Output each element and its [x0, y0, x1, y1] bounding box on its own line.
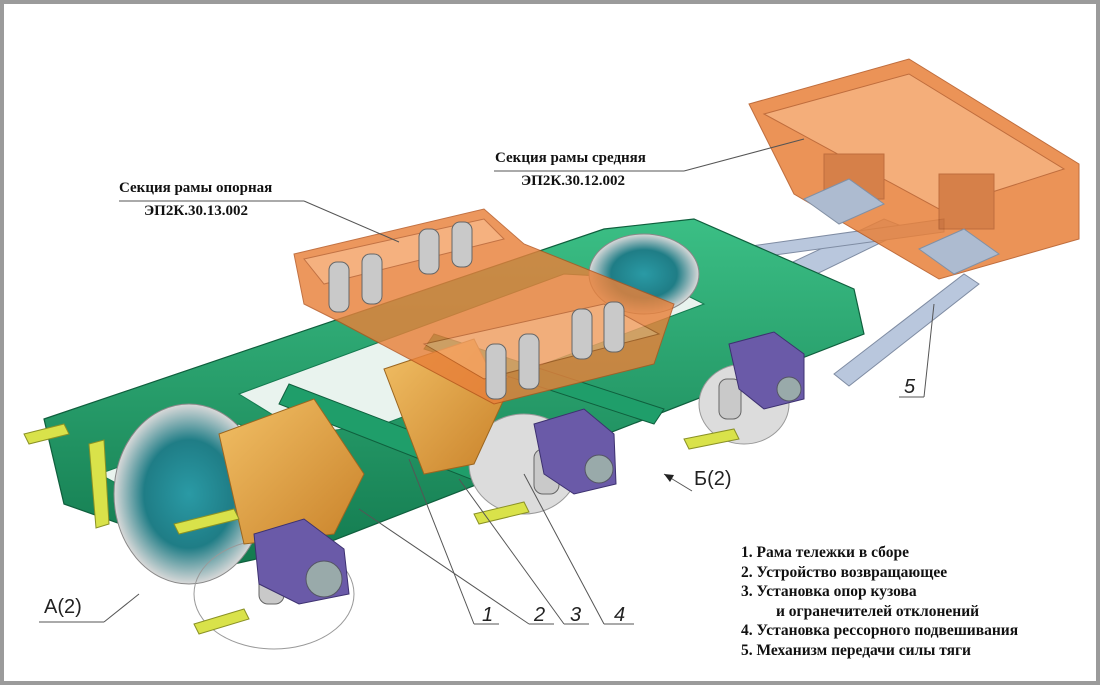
callout-4: 4 [614, 604, 626, 626]
middle-frame-section [748, 58, 1080, 280]
view-a-label: А(2) [44, 596, 82, 618]
callout-5: 5 [904, 376, 916, 398]
legend-item-continuation: и огранечителей отклонений [776, 602, 980, 620]
arrowhead-b [664, 474, 674, 482]
middle-section-code: ЭП2К.30.12.002 [521, 173, 625, 189]
legend-item: 3. Установка опор кузова [741, 583, 917, 600]
support-section-title: Секция рамы опорная [119, 180, 273, 196]
callout-2: 2 [534, 604, 546, 626]
legend-item: 5. Механизм передачи силы тяги [741, 641, 971, 659]
callout-1: 1 [482, 604, 494, 626]
legend-item: 2. Устройство возвращающее [741, 563, 948, 581]
axle-boxes [253, 331, 805, 605]
legend: 1. Рама тележки в сборе 2. Устройство во… [741, 543, 1018, 660]
bogie-drawing [23, 58, 1080, 650]
view-b-label: Б(2) [694, 468, 732, 490]
support-section-code: ЭП2К.30.13.002 [144, 203, 248, 219]
legend-item: 1. Рама тележки в сборе [741, 544, 909, 561]
leader-lines [39, 138, 935, 625]
legend-item: 4. Установка рессорного подвешивания [741, 622, 1019, 639]
middle-section-title: Секция рамы средняя [495, 150, 646, 166]
callout-3: 3 [570, 604, 582, 626]
yellow-brackets [23, 423, 740, 635]
